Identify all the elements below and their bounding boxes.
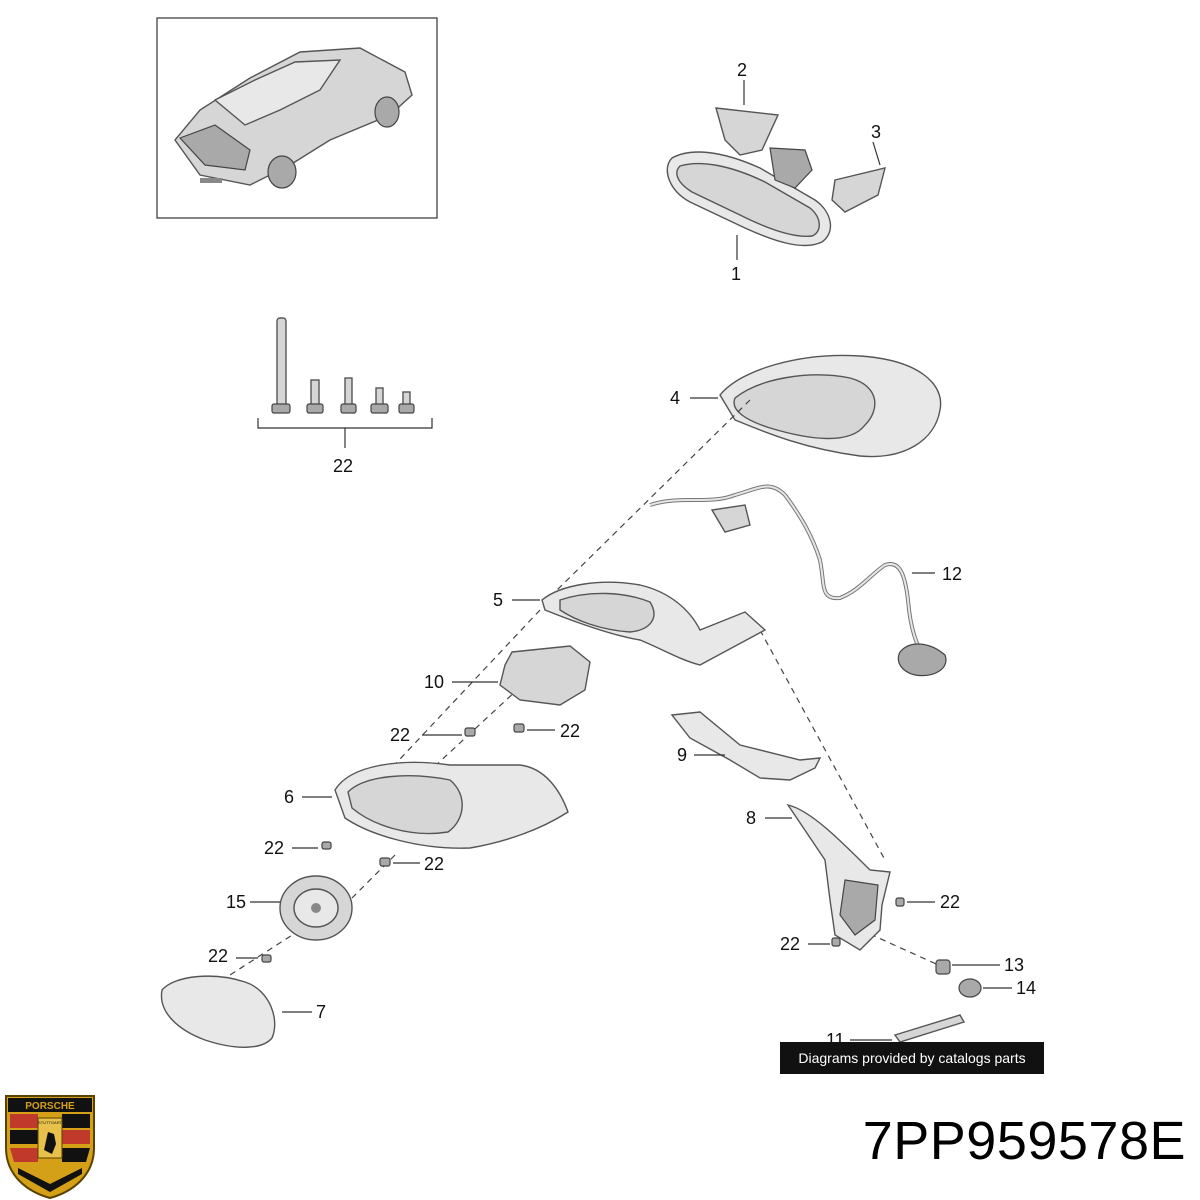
mirror-arm: [786, 803, 891, 951]
mirror-motor: [279, 875, 353, 941]
callout-22-g: 22: [780, 934, 800, 954]
porsche-crest-logo: PORSCHE STUTTGART: [5, 1095, 95, 1200]
grommet: [958, 978, 982, 998]
mirror-housing-frame: [541, 581, 767, 666]
callout-8: 8: [746, 808, 756, 828]
mirror-housing: [334, 761, 569, 849]
callout-3: 3: [871, 122, 881, 142]
wiring-harness: [649, 484, 947, 677]
screw-set: [271, 317, 415, 414]
callout-7: 7: [316, 1002, 326, 1022]
callout-2: 2: [737, 60, 747, 80]
callout-22-e: 22: [208, 946, 228, 966]
car-thumbnail: [156, 17, 438, 219]
callout-10: 10: [424, 672, 444, 692]
trim-strip: [670, 711, 822, 781]
attribution-banner: Diagrams provided by catalogs parts: [780, 1042, 1044, 1074]
callout-13: 13: [1004, 955, 1024, 975]
mirror-cap-inner: [733, 374, 876, 440]
part-number: 7PP959578E: [862, 1111, 1186, 1171]
callout-1: 1: [731, 264, 741, 284]
callout-22-screwset: 22: [333, 456, 353, 476]
svg-text:PORSCHE: PORSCHE: [25, 1101, 75, 1112]
seal-strip: [893, 1014, 966, 1043]
callout-15: 15: [226, 892, 246, 912]
callout-22-f: 22: [940, 892, 960, 912]
bolt: [935, 959, 951, 975]
adjuster-bracket: [499, 645, 591, 706]
svg-text:STUTTGART: STUTTGART: [38, 1120, 62, 1125]
callout-22-c: 22: [264, 838, 284, 858]
callout-22-a: 22: [390, 725, 410, 745]
mirror-glass: [160, 975, 276, 1048]
interior-mirror-assembly: [666, 107, 886, 247]
callout-14: 14: [1016, 978, 1036, 998]
callout-4: 4: [670, 388, 680, 408]
callout-12: 12: [942, 564, 962, 584]
callout-6: 6: [284, 787, 294, 807]
callout-22-b: 22: [560, 721, 580, 741]
callout-22-d: 22: [424, 854, 444, 874]
callout-5: 5: [493, 590, 503, 610]
callout-9: 9: [677, 745, 687, 765]
